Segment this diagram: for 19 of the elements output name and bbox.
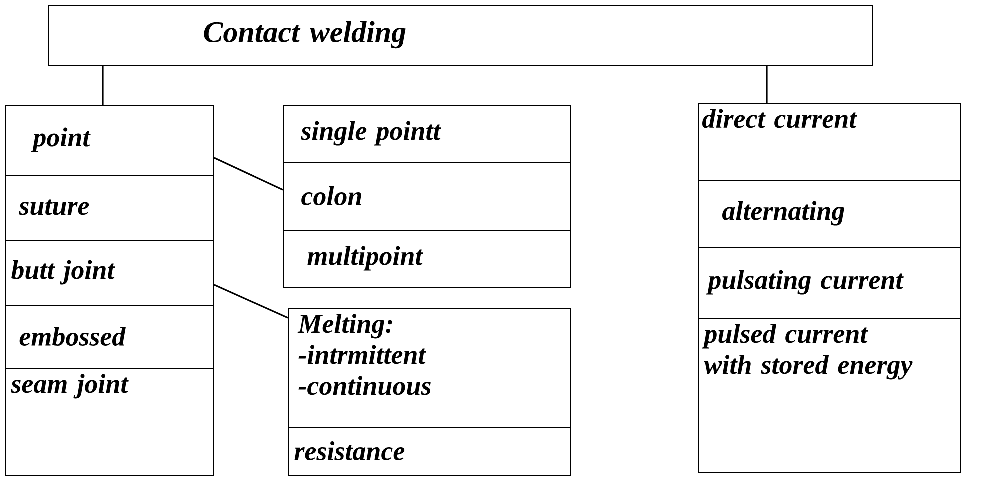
table-cell: pulsed current with stored energy — [698, 318, 962, 474]
connector-line — [214, 157, 284, 191]
table-cell: single pointt — [283, 105, 572, 164]
table-cell: point — [5, 105, 214, 176]
table-cell: butt joint — [5, 240, 214, 306]
table-cell: Melting: -intrmittent -continuous — [288, 308, 572, 428]
table-cell: multipoint — [283, 230, 572, 288]
title-box: Contact welding — [48, 5, 874, 66]
table-cell: seam joint — [5, 368, 214, 476]
connector-line — [214, 284, 288, 319]
table-cell: alternating — [698, 180, 962, 248]
table-cell: colon — [283, 162, 572, 232]
connector-line — [102, 66, 104, 105]
table-cell: direct current — [698, 103, 962, 182]
connector-line — [766, 66, 768, 103]
table-cell: embossed — [5, 305, 214, 370]
table-cell: pulsating current — [698, 247, 962, 320]
table-cell: resistance — [288, 427, 572, 476]
table-cell: suture — [5, 175, 214, 242]
